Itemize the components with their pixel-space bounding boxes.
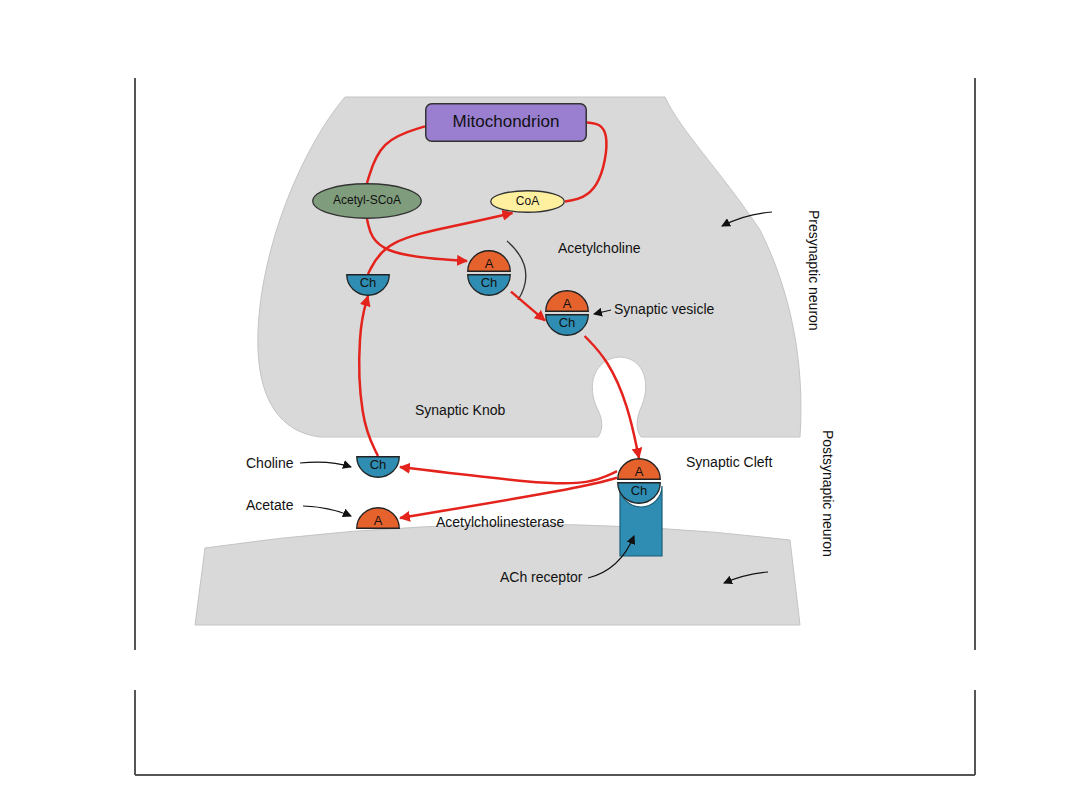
acetyl-half: A xyxy=(545,290,589,312)
node-text: A xyxy=(563,297,572,312)
pathway-arrow xyxy=(359,296,378,456)
part-label: Synaptic Cleft xyxy=(686,454,772,471)
pathway-arrow xyxy=(511,292,545,321)
node-text: CoA xyxy=(516,195,539,208)
pathway-arrow xyxy=(400,467,617,483)
choline-half: Ch xyxy=(545,314,589,336)
part-label: Synaptic Knob xyxy=(415,402,505,419)
part-label: ACh receptor xyxy=(500,569,582,586)
node-text: Ch xyxy=(370,456,387,472)
node-text: A xyxy=(485,257,494,272)
node-text: Mitochondrion xyxy=(453,113,560,132)
rotated-label: Presynaptic neuron xyxy=(805,210,822,331)
node-text: Ch xyxy=(481,274,498,290)
leader-lines xyxy=(300,212,772,583)
node-text: A xyxy=(374,514,383,529)
node-text: Ch xyxy=(631,482,648,498)
coa-ellipse: CoA xyxy=(490,190,565,213)
acetyl-half: A xyxy=(467,250,511,272)
node-text: Acetyl-SCoA xyxy=(333,194,401,207)
node-text: Ch xyxy=(360,274,377,290)
acetyl-half: A xyxy=(617,458,661,480)
pathway-arrow xyxy=(585,336,639,458)
node-text: Ch xyxy=(559,314,576,330)
pathway-arrow xyxy=(367,126,425,183)
part-label: Acetylcholine xyxy=(558,240,641,257)
choline-half: Ch xyxy=(467,274,511,296)
part-label: Acetate xyxy=(246,497,293,514)
mitochondrion-box: Mitochondrion xyxy=(425,103,587,142)
choline-half: Ch xyxy=(356,456,400,478)
postsynaptic-neuron xyxy=(195,524,800,625)
pathway-arrow xyxy=(400,478,617,518)
presynaptic-neuron xyxy=(258,97,801,437)
acetyl-half: A xyxy=(356,507,400,529)
choline-half: Ch xyxy=(617,482,661,504)
choline-half: Ch xyxy=(346,274,390,296)
pathway-arrow xyxy=(368,213,513,274)
acetyl-scoa-ellipse: Acetyl-SCoA xyxy=(312,183,422,219)
frame xyxy=(135,78,975,775)
node-text: A xyxy=(635,465,644,480)
rotated-label: Postsynaptic neuron xyxy=(819,430,836,557)
part-label: Synaptic vesicle xyxy=(614,301,714,318)
part-label: Acetylcholinesterase xyxy=(436,514,564,531)
part-label: Choline xyxy=(246,455,293,472)
